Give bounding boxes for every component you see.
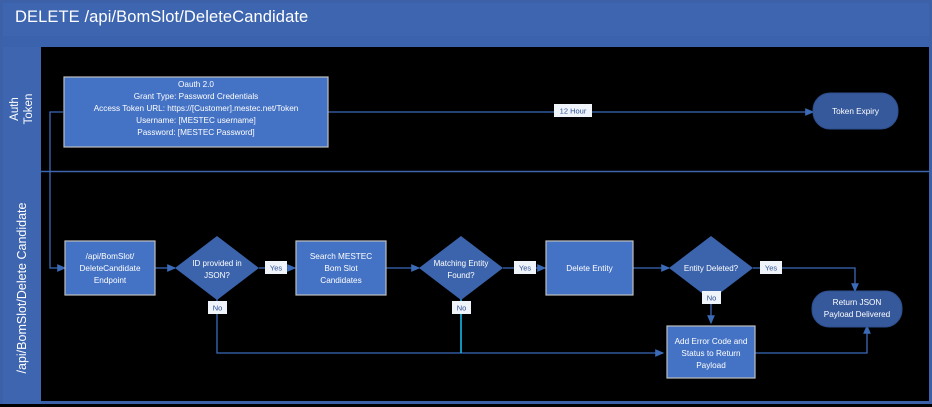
node-add-error-line-1: Status to Return — [681, 349, 741, 358]
connector-oauth-to-endpoint — [49, 111, 67, 272]
node-oauth-line-0: Oauth 2.0 — [178, 80, 214, 89]
node-id-provided-decision[interactable] — [175, 236, 259, 300]
node-entity-deleted-label: Entity Deleted? — [684, 264, 739, 273]
node-oauth-line-3: Username: [MESTEC username] — [136, 116, 256, 125]
node-matching-entity-decision[interactable] — [419, 236, 503, 300]
edge-label-no-3-bg — [702, 291, 721, 304]
node-endpoint-line-1: DeleteCandidate — [80, 264, 141, 273]
title-bar: DELETE /api/BomSlot/DeleteCandidate — [3, 3, 929, 36]
node-return-json-line-1: Payload Delivered — [824, 310, 891, 319]
edge-label-yes-1: Yes — [270, 264, 282, 273]
node-add-error-line-0: Add Error Code and — [675, 337, 748, 346]
edge-label-no-3: No — [707, 294, 717, 303]
edge-label-yes-2: Yes — [519, 264, 531, 273]
edge-label-no-2-bg — [452, 301, 471, 314]
node-id-provided-line-0: ID provided in — [192, 259, 241, 268]
node-token-expiry-label: Token Expiry — [832, 107, 880, 116]
node-delete-entity-label: Delete Entity — [566, 264, 613, 273]
edge-label-yes-2-bg — [514, 261, 536, 274]
node-search-line-2: Candidates — [320, 276, 361, 285]
connector-entity-deleted-yes-to-return-json — [753, 267, 859, 293]
edge-label-no-2: No — [457, 304, 467, 313]
page-title: DELETE /api/BomSlot/DeleteCandidate — [15, 8, 309, 26]
node-oauth-line-1: Grant Type: Password Credentials — [134, 92, 259, 101]
node-return-json-payload[interactable] — [811, 290, 903, 328]
node-search-candidates[interactable] — [295, 240, 387, 296]
connector-id-no-to-add-error — [216, 299, 665, 357]
swimlane-label-auth-token: Auth Token — [3, 47, 41, 171]
connector-add-error-to-return-json — [755, 324, 871, 354]
node-matching-line-0: Matching Entity — [434, 259, 489, 268]
node-oauth-line-4: Password: [MESTEC Password] — [137, 128, 254, 137]
node-search-line-0: Search MESTEC — [310, 252, 372, 261]
title-underband — [3, 36, 929, 47]
node-return-json-line-0: Return JSON — [833, 298, 882, 307]
node-endpoint[interactable] — [64, 240, 156, 296]
node-delete-entity[interactable] — [545, 240, 634, 296]
node-endpoint-line-0: /api/BomSlot/ — [86, 252, 135, 261]
edge-label-no-1: No — [213, 304, 223, 313]
node-id-provided-line-1: JSON? — [204, 271, 230, 280]
node-oauth-box[interactable] — [63, 76, 329, 148]
edge-label-yes-3: Yes — [765, 264, 777, 273]
node-add-error-payload[interactable] — [666, 325, 756, 379]
edge-label-yes-3-bg — [760, 261, 782, 274]
edge-label-no-1-bg — [208, 301, 227, 314]
swimlane-label-delete-candidate: /api/BomSlot/Delete Candidate — [3, 171, 41, 404]
node-entity-deleted-decision[interactable] — [669, 236, 753, 300]
flow-canvas: Oauth 2.0 Grant Type: Password Credentia… — [41, 76, 929, 379]
node-search-line-1: Bom Slot — [324, 264, 358, 273]
edge-label-12-hour-bg — [554, 104, 592, 117]
node-matching-line-1: Found? — [447, 271, 475, 280]
edge-label-12-hour: 12 Hour — [560, 107, 587, 116]
edge-label-yes-1-bg — [265, 261, 287, 274]
node-oauth-line-2: Access Token URL: https://[Customer].mes… — [94, 104, 299, 113]
node-endpoint-line-2: Endpoint — [94, 276, 127, 285]
node-add-error-line-2: Payload — [696, 361, 726, 370]
node-token-expiry[interactable] — [812, 92, 899, 130]
